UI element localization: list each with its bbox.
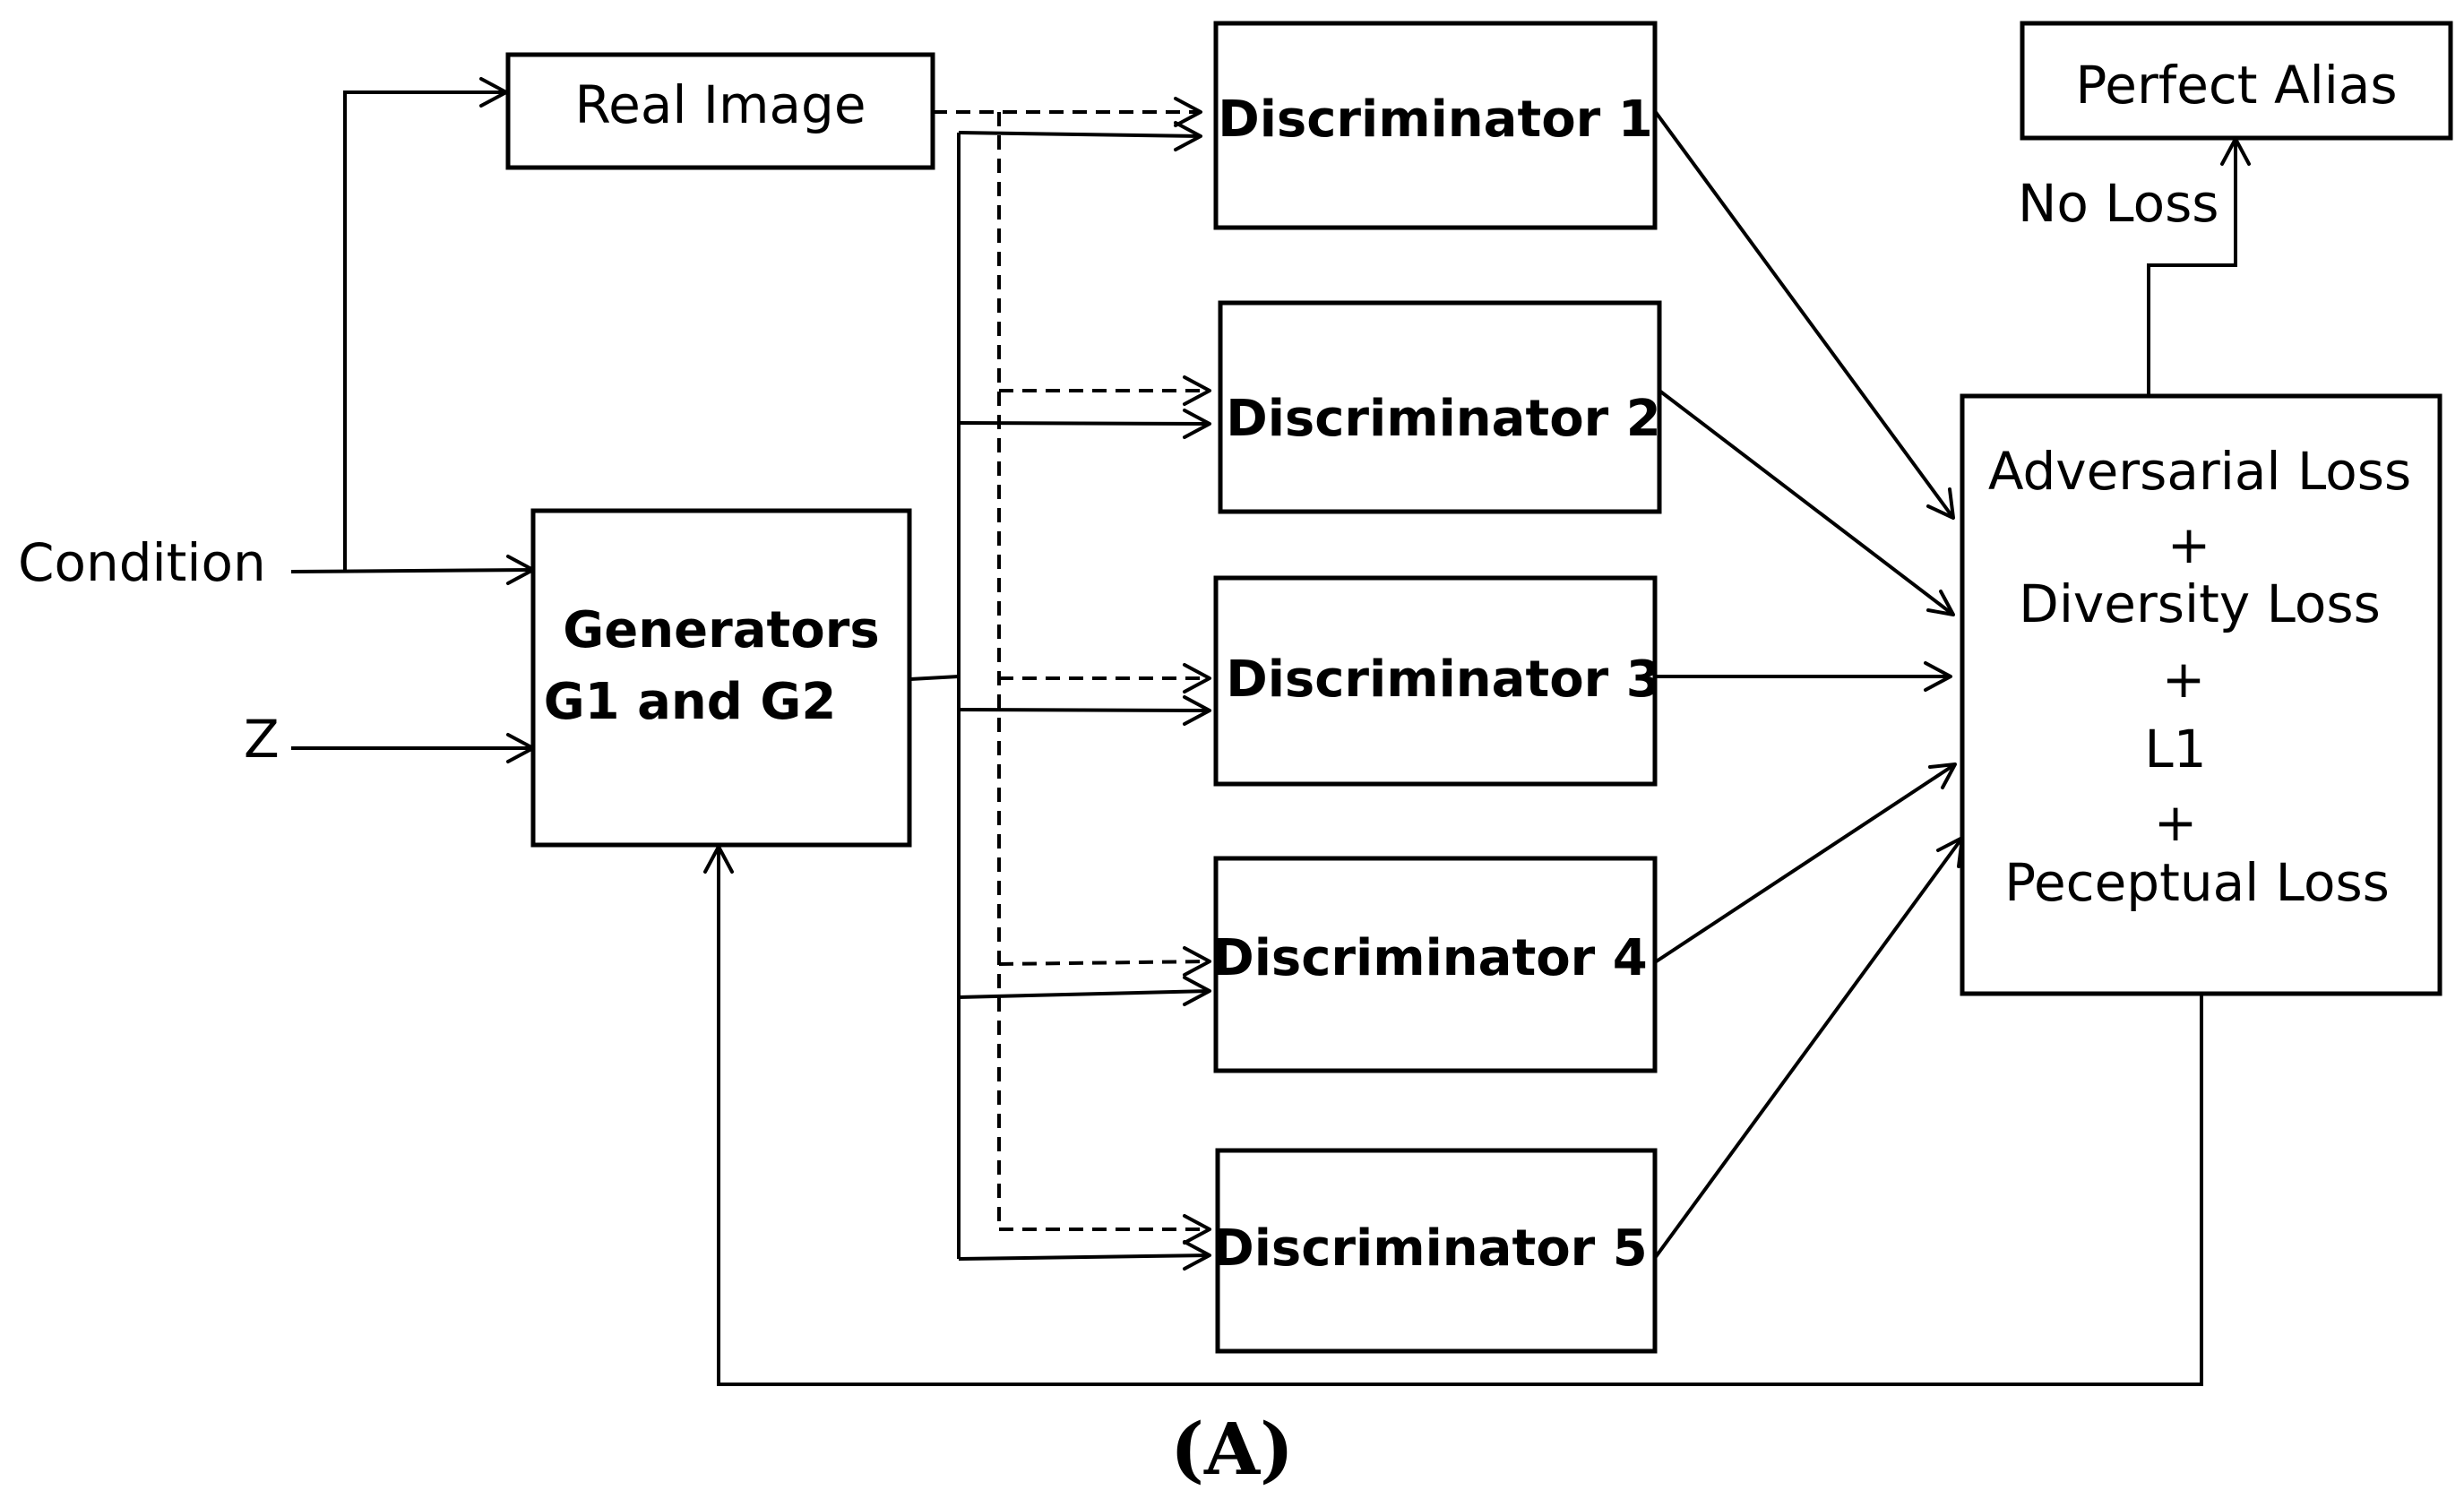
- loss-box: Adversarial Loss + Diversity Loss + L1 +…: [1960, 393, 2442, 996]
- plus-sign-2: +: [2162, 649, 2206, 710]
- discriminator-2-box: Discriminator 2: [1218, 300, 1662, 514]
- z-label: Z: [244, 709, 280, 770]
- discriminator-4-box: Discriminator 4: [1212, 856, 1658, 1073]
- real-image-label: Real Image: [574, 74, 866, 135]
- perfect-alias-box: Perfect Alias: [2020, 21, 2453, 141]
- discriminator-3-box: Discriminator 3: [1213, 575, 1661, 787]
- no-loss-label: No Loss: [2018, 173, 2219, 234]
- discriminator-1-label: Discriminator 1: [1218, 90, 1653, 149]
- figure-caption: (A): [1170, 1407, 1294, 1491]
- discriminator-5-label: Discriminator 5: [1212, 1219, 1648, 1278]
- generators-label-line2: G1 and G2: [544, 673, 837, 731]
- condition-label: Condition: [18, 532, 266, 593]
- discriminator-3-label: Discriminator 3: [1226, 650, 1661, 709]
- real-image-box: Real Image: [505, 52, 935, 170]
- generators-box: Generators G1 and G2: [530, 508, 912, 848]
- z-to-generator-arrow: [291, 733, 535, 763]
- condition-to-generator-arrow: [290, 555, 535, 585]
- discriminator-1-box: Discriminator 1: [1213, 21, 1658, 230]
- diversity-loss-label: Diversity Loss: [2019, 573, 2381, 634]
- adversarial-loss-label: Adversarial Loss: [1988, 441, 2411, 502]
- l1-loss-label: L1: [2144, 719, 2206, 780]
- generators-label-line1: Generators: [563, 601, 879, 659]
- discriminator-2-label: Discriminator 2: [1226, 390, 1661, 448]
- perfect-alias-label: Perfect Alias: [2075, 55, 2397, 116]
- condition-to-real-image-arrow: [343, 77, 508, 572]
- discriminator-4-label: Discriminator 4: [1212, 929, 1648, 987]
- generator-output-bus: [909, 121, 1211, 1271]
- plus-sign-1: +: [2167, 514, 2211, 575]
- real-image-bus: [933, 97, 1211, 1245]
- plus-sign-3: +: [2154, 792, 2198, 853]
- discriminator-5-box: Discriminator 5: [1212, 1148, 1658, 1354]
- feedback-arrow: [703, 845, 2203, 1386]
- perceptual-loss-label: Peceptual Loss: [2004, 852, 2390, 913]
- discriminator-to-loss-arrows: [1653, 109, 1964, 1260]
